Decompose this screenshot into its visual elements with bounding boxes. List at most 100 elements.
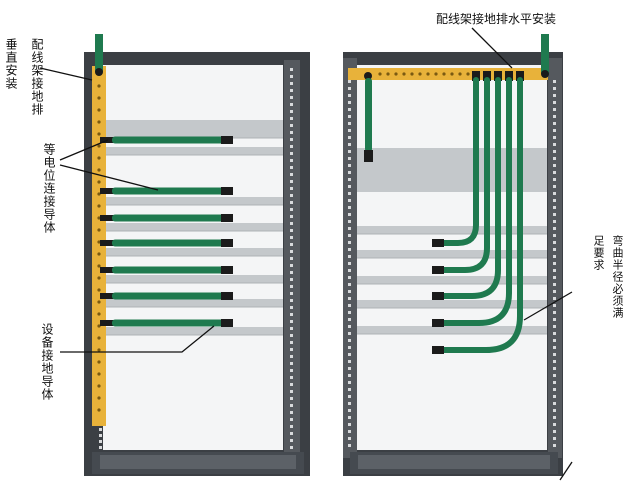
rail-slot xyxy=(290,285,293,288)
rail-slot xyxy=(290,124,293,127)
left-top-ground-conductor xyxy=(95,34,103,72)
rail-slot xyxy=(290,236,293,239)
rail-slot xyxy=(553,332,556,335)
terminal-lug xyxy=(364,72,372,80)
leader-lines xyxy=(39,27,573,481)
equipment-shelf xyxy=(103,248,283,256)
rail-slot xyxy=(290,390,293,393)
equipment-shelf xyxy=(357,300,547,308)
leader-equipotential-bottom xyxy=(59,164,159,191)
rail-slot xyxy=(290,152,293,155)
rail-slot xyxy=(553,101,556,104)
ground-bar-hole xyxy=(97,360,101,364)
bend-radius-label-b: 足要求 xyxy=(592,235,605,271)
conductor-lug-equipment-side xyxy=(221,136,233,144)
conductor-lug-bar-side xyxy=(100,320,114,326)
rail-slot xyxy=(290,348,293,351)
rail-slot xyxy=(290,257,293,260)
equipotential-conductor xyxy=(365,78,372,152)
rail-slot xyxy=(348,353,351,356)
rail-slot xyxy=(348,108,351,111)
rail-slot xyxy=(290,194,293,197)
rail-slot xyxy=(348,94,351,97)
rail-slot xyxy=(290,159,293,162)
ground-bar-hole xyxy=(97,240,101,244)
rail-slot xyxy=(348,101,351,104)
ground-bar-hole xyxy=(458,72,462,76)
rail-slot xyxy=(553,178,556,181)
conductor-lug-bar-side xyxy=(100,293,114,299)
ground-bar-hole xyxy=(442,72,446,76)
ground-bar-hole xyxy=(394,72,398,76)
rail-slot xyxy=(553,360,556,363)
rail-slot xyxy=(348,332,351,335)
ground-bar-hole xyxy=(402,72,406,76)
equipotential-conductor xyxy=(112,214,225,222)
rail-slot xyxy=(553,157,556,160)
ground-bar-hole xyxy=(426,72,430,76)
left-cabinet-base-panel xyxy=(100,455,296,469)
rail-slot xyxy=(553,353,556,356)
rail-slot xyxy=(553,416,556,419)
bent-ground-conductor xyxy=(441,77,479,246)
rail-slot xyxy=(290,341,293,344)
rail-slot xyxy=(290,432,293,435)
rail-slot xyxy=(290,369,293,372)
rail-slot xyxy=(553,444,556,447)
ground-bar-hole xyxy=(97,276,101,280)
ground-bar-hole xyxy=(97,264,101,268)
rail-slot xyxy=(290,292,293,295)
conductor-lug-equipment-side xyxy=(432,239,444,247)
rail-slot xyxy=(553,227,556,230)
rail-slot xyxy=(290,96,293,99)
rail-slot xyxy=(99,440,102,443)
equipment-shelf xyxy=(357,148,547,192)
rail-slot xyxy=(348,339,351,342)
left-cabinet xyxy=(84,34,310,476)
vertical-install-label: 垂直安装 xyxy=(4,38,18,90)
rail-slot xyxy=(553,311,556,314)
rail-slot xyxy=(348,360,351,363)
rail-slot xyxy=(553,374,556,377)
rail-slot xyxy=(553,437,556,440)
rail-slot xyxy=(553,297,556,300)
rail-slot xyxy=(553,430,556,433)
horizontal-install-label: 配线架接地排水平安装 xyxy=(436,12,557,26)
equipment-shelf xyxy=(103,147,283,155)
ground-bar-hole xyxy=(97,252,101,256)
equipment-shelf xyxy=(103,299,283,307)
rail-slot xyxy=(290,411,293,414)
right-top-ground-conductor xyxy=(541,34,549,74)
equipotential-conductor xyxy=(112,187,225,195)
rail-slot xyxy=(348,227,351,230)
equipotential-conductor xyxy=(112,292,225,300)
rail-slot xyxy=(553,241,556,244)
right-cabinet xyxy=(343,34,563,476)
rail-slot xyxy=(348,402,351,405)
ground-bar-hole xyxy=(97,300,101,304)
rail-slot xyxy=(553,129,556,132)
rail-slot xyxy=(348,199,351,202)
rail-slot xyxy=(99,446,102,449)
rail-slot xyxy=(290,110,293,113)
rail-slot xyxy=(348,283,351,286)
equipotential-conductor xyxy=(112,239,225,247)
ground-bar-hole xyxy=(466,72,470,76)
rail-slot xyxy=(348,262,351,265)
rail-slot xyxy=(290,404,293,407)
rail-slot xyxy=(348,129,351,132)
rail-slot xyxy=(553,115,556,118)
rail-slot xyxy=(290,222,293,225)
rail-slot xyxy=(553,122,556,125)
rail-slot xyxy=(290,229,293,232)
rail-slot xyxy=(290,243,293,246)
conductor-lug-bar-side xyxy=(472,71,480,81)
leader-bottom-right xyxy=(559,461,573,481)
bent-ground-conductor xyxy=(441,77,501,299)
rail-slot xyxy=(553,304,556,307)
rail-slot xyxy=(348,269,351,272)
rail-slot xyxy=(553,290,556,293)
rail-slot xyxy=(348,241,351,244)
ground-bar-hole xyxy=(97,348,101,352)
